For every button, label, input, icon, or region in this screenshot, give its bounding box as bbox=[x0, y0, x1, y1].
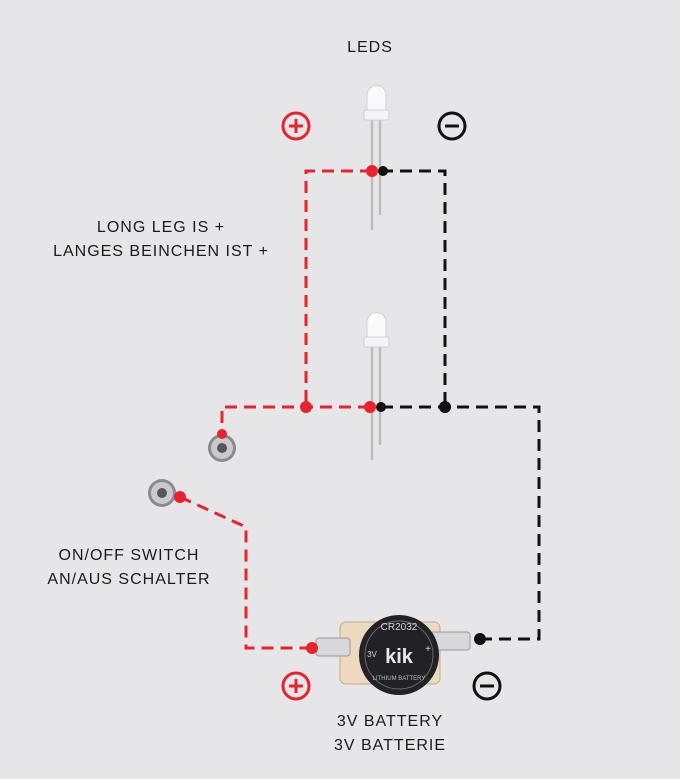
cell-voltage: 3V bbox=[367, 650, 377, 659]
switch-label-line1: ON/OFF SWITCH bbox=[58, 547, 200, 564]
battery-label-line2: 3V BATTERIE bbox=[333, 737, 447, 754]
positive-wires bbox=[179, 169, 372, 650]
led-1 bbox=[363, 85, 390, 230]
junction-battery-negative bbox=[474, 633, 486, 645]
cell-brand: kik bbox=[385, 646, 414, 668]
black-wire-led1 bbox=[381, 169, 447, 407]
cell-plus: + bbox=[425, 644, 431, 655]
switch-snap-top bbox=[208, 434, 236, 462]
switch-label-line2: AN/AUS SCHALTER bbox=[47, 571, 211, 588]
led-note: LONG LEG IS + LANGES BEINCHEN IST + bbox=[30, 216, 292, 264]
red-wire-switch-top bbox=[220, 405, 370, 434]
junction-dots bbox=[174, 165, 486, 654]
cell-type: LITHIUM BATTERY bbox=[373, 676, 426, 682]
junction-led1-positive bbox=[366, 165, 378, 177]
junction-battery-positive bbox=[306, 642, 318, 654]
red-wire-led1 bbox=[304, 169, 372, 407]
leds-title: LEDS bbox=[347, 39, 393, 56]
plus-circle-icon bbox=[281, 671, 311, 701]
junction-led2-negative bbox=[376, 402, 386, 412]
switch-snap-bottom bbox=[148, 479, 176, 507]
cell-model: CR2032 bbox=[381, 622, 418, 633]
led-note-line1: LONG LEG IS + bbox=[96, 219, 226, 236]
minus-circle-icon bbox=[437, 111, 467, 141]
junction-led2-positive bbox=[364, 401, 376, 413]
led-2 bbox=[363, 312, 390, 460]
black-wire-battery bbox=[381, 405, 541, 641]
switch-label: ON/OFF SWITCH AN/AUS SCHALTER bbox=[24, 544, 234, 592]
battery-holder: CR2032 kik 3V + LITHIUM BATTERY bbox=[315, 615, 471, 695]
junction-switch-bottom bbox=[174, 491, 186, 503]
junction-led1-negative bbox=[378, 166, 388, 176]
led-note-line2: LANGES BEINCHEN IST + bbox=[53, 243, 269, 260]
junction-switch-top bbox=[217, 429, 227, 439]
minus-circle-icon bbox=[472, 671, 502, 701]
battery-label-line1: 3V BATTERY bbox=[336, 713, 444, 730]
negative-wires bbox=[381, 169, 541, 641]
plus-circle-icon bbox=[281, 111, 311, 141]
junction-left bbox=[300, 401, 312, 413]
junction-right bbox=[439, 401, 451, 413]
battery-label: 3V BATTERY 3V BATTERIE bbox=[300, 710, 480, 758]
